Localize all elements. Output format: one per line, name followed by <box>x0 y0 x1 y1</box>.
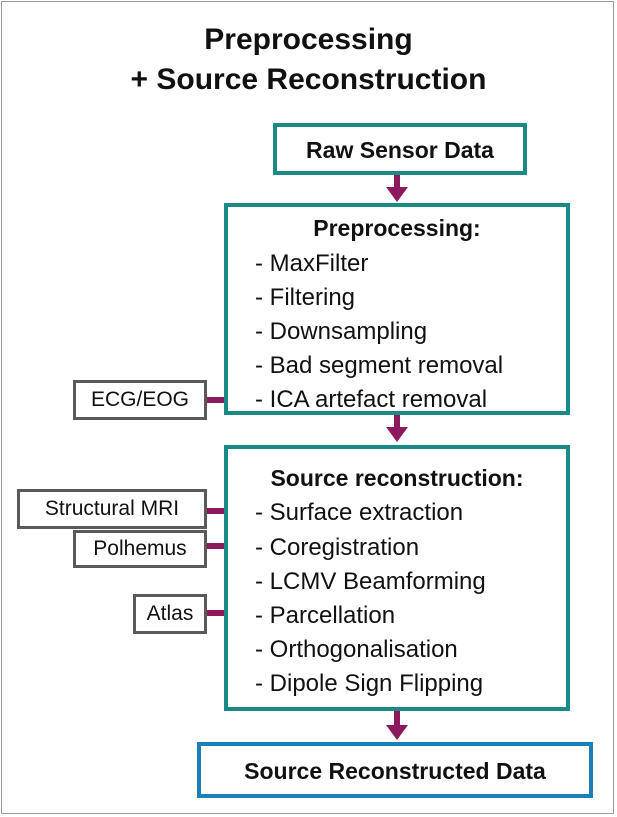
atlas-input-box: Atlas <box>133 594 207 634</box>
raw-sensor-data-box: Raw Sensor Data <box>273 123 527 175</box>
title-line-2: + Source Reconstruction <box>130 63 487 96</box>
preproc-item-ica: - ICA artefact removal <box>255 386 488 413</box>
arrow-source-to-output <box>386 710 408 740</box>
structural-mri-input-box: Structural MRI <box>17 489 207 529</box>
preprocessing-box: Preprocessing: - MaxFilter - Filtering -… <box>224 203 570 415</box>
source-reconstructed-data-label: Source Reconstructed Data <box>244 758 546 784</box>
preproc-item-bad-segment: - Bad segment removal <box>255 352 504 379</box>
source-item-dipole: - Dipole Sign Flipping <box>255 670 484 697</box>
source-heading: Source reconstruction: <box>270 465 524 491</box>
source-item-lcmv: - LCMV Beamforming <box>255 568 486 595</box>
structural-mri-label: Structural MRI <box>44 497 180 520</box>
preproc-item-filtering: - Filtering <box>255 284 356 311</box>
ecg-eog-input-box: ECG/EOG <box>73 380 207 420</box>
source-item-orthogonalisation: - Orthogonalisation <box>255 636 458 663</box>
preproc-item-downsampling: - Downsampling <box>255 318 428 345</box>
raw-sensor-data-label: Raw Sensor Data <box>306 137 494 163</box>
polhemus-label: Polhemus <box>93 537 187 560</box>
source-reconstruction-box: Source reconstruction: - Surface extract… <box>224 445 570 711</box>
atlas-label: Atlas <box>146 602 194 625</box>
polhemus-input-box: Polhemus <box>73 530 207 568</box>
source-reconstructed-data-box: Source Reconstructed Data <box>197 742 593 798</box>
title-line-1: Preprocessing <box>204 23 413 56</box>
arrow-preproc-to-source <box>386 414 408 442</box>
source-item-parcellation: - Parcellation <box>255 602 396 629</box>
preprocessing-heading: Preprocessing: <box>313 215 481 241</box>
preproc-item-maxfilter: - MaxFilter <box>255 250 369 277</box>
source-item-coregistration: - Coregistration <box>255 534 420 561</box>
arrow-raw-to-preproc <box>386 174 408 202</box>
ecg-eog-label: ECG/EOG <box>90 388 190 411</box>
source-item-surface: - Surface extraction <box>255 499 464 526</box>
